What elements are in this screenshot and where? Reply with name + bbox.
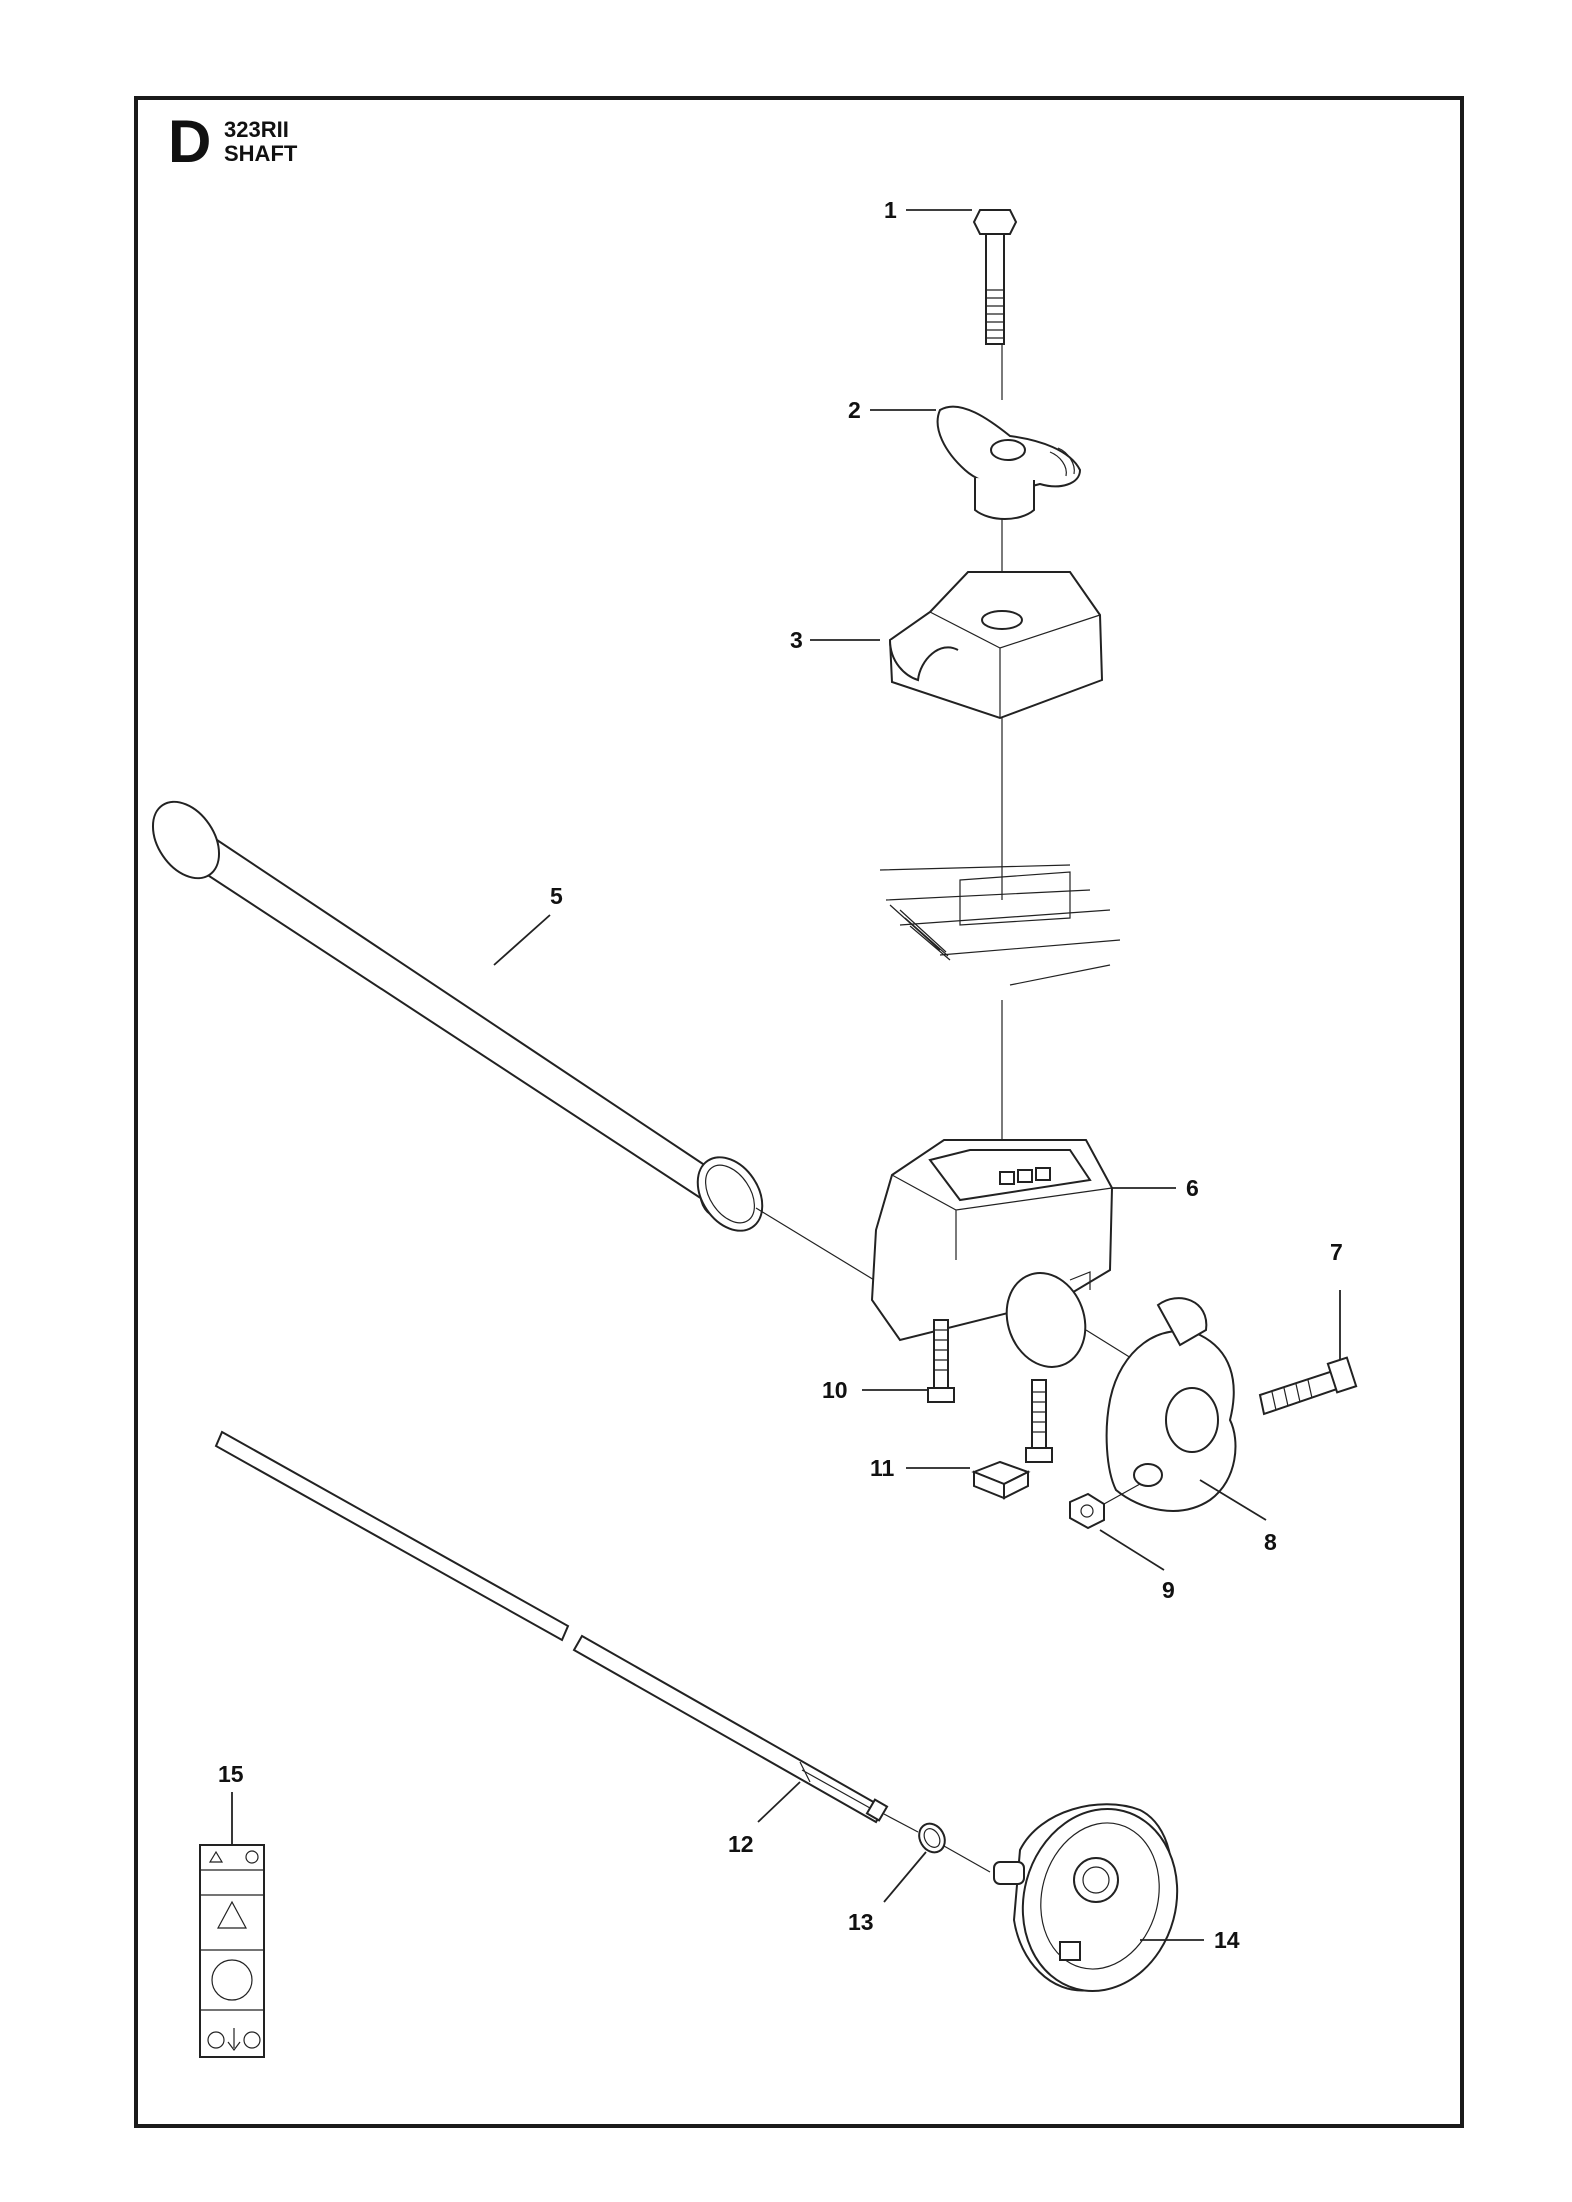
part-13-ring xyxy=(918,1822,946,1854)
part-3-clamp-cap xyxy=(888,571,1104,720)
model-number: 323RII xyxy=(224,117,289,142)
callout-2: 2 xyxy=(848,397,861,423)
callout-13: 13 xyxy=(848,1909,874,1935)
leader-line-5 xyxy=(493,914,551,966)
part-10-screw xyxy=(1025,1379,1053,1463)
leader-line-12 xyxy=(757,1781,801,1823)
part-6-shaft-clamp-housing xyxy=(870,1139,1114,1368)
tube-axis-line xyxy=(755,1207,885,1287)
callout-12: 12 xyxy=(728,1831,754,1857)
leader-line-13 xyxy=(883,1851,927,1903)
callout-10: 10 xyxy=(822,1377,848,1403)
part-8-handle-bracket xyxy=(1105,1297,1237,1512)
section-letter: D xyxy=(168,108,212,175)
part-1-bolt xyxy=(972,209,1018,345)
part-11-square-nut xyxy=(971,1460,1031,1500)
callout-11: 11 xyxy=(870,1455,895,1481)
callout-9: 9 xyxy=(1162,1577,1175,1603)
shaft-axis-line-lower xyxy=(883,1813,919,1833)
callout-5: 5 xyxy=(550,883,563,909)
part-7-screw xyxy=(1258,1356,1358,1416)
page-title: SHAFT xyxy=(224,141,298,166)
ring-axis-line xyxy=(943,1845,991,1873)
part-12-drive-shaft xyxy=(214,1430,889,1824)
callout-8: 8 xyxy=(1264,1529,1277,1555)
callout-1: 1 xyxy=(884,197,897,223)
callout-14: 14 xyxy=(1214,1927,1240,1953)
clamp-body-section xyxy=(879,864,1121,986)
diagram-frame xyxy=(134,96,1464,2128)
part-15-warning-decal xyxy=(199,1844,265,2058)
callout-6: 6 xyxy=(1186,1175,1199,1201)
callout-3: 3 xyxy=(790,627,803,653)
part-9-nut xyxy=(1069,1492,1105,1530)
part-10-screw xyxy=(927,1319,955,1403)
part-5-tube xyxy=(151,800,764,1232)
nut-axis-line xyxy=(1103,1483,1141,1505)
part-14-clutch-drum xyxy=(993,1803,1179,1993)
callout-15: 15 xyxy=(218,1761,244,1787)
leader-line-8 xyxy=(1199,1479,1267,1521)
leader-line-9 xyxy=(1099,1529,1165,1571)
part-2-wing-nut xyxy=(936,405,1082,520)
callout-7: 7 xyxy=(1330,1239,1343,1265)
